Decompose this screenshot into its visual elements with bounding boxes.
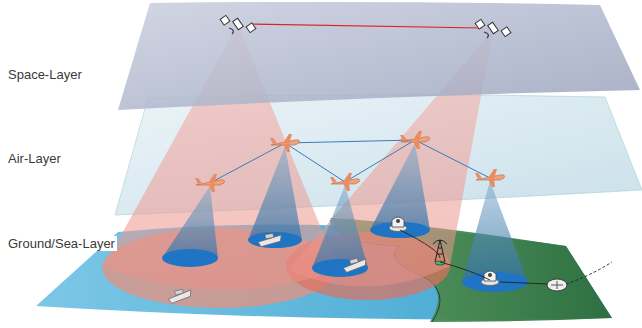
- layer-label: Air-Layer: [6, 151, 63, 166]
- router-symbol: [547, 279, 567, 291]
- space-plane: [118, 2, 640, 110]
- layer-label: Space-Layer: [6, 67, 84, 82]
- layer-label: Ground/Sea-Layer: [6, 236, 117, 251]
- inter-satellite-link: [250, 24, 482, 28]
